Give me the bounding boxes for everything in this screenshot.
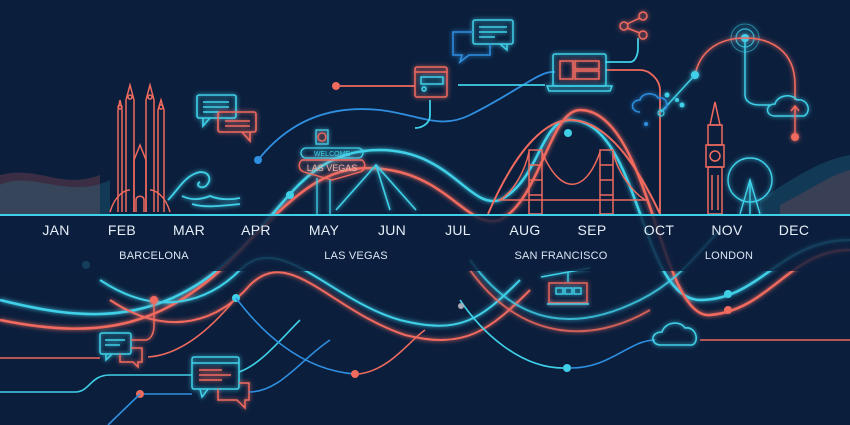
- london-eye-icon: [727, 157, 773, 215]
- chat-bubbles-bottom-icon: [99, 296, 158, 369]
- city-label-las-vegas: LAS VEGAS: [324, 250, 388, 262]
- wave-icon: [167, 171, 241, 208]
- golden-gate-bridge-icon: [498, 149, 648, 215]
- chat-bubbles-top-icon: [452, 19, 514, 65]
- month-label: JUL: [445, 222, 471, 238]
- browser-chat-icon: [191, 356, 250, 410]
- cloud-icon: [631, 93, 668, 113]
- sagrada-familia-icon: [109, 82, 171, 213]
- share-icon: [619, 11, 648, 40]
- node-dot: [286, 191, 294, 199]
- month-label: JUN: [377, 222, 407, 238]
- month-label: SEP: [577, 222, 607, 238]
- laptop-icon: [545, 53, 614, 92]
- las-vegas-sign-icon: WELCOME LAS VEGAS: [298, 129, 366, 214]
- arch-ribbon: [487, 118, 661, 215]
- vegas-welcome-text: WELCOME: [314, 151, 351, 158]
- chat-bubbles-icon: [196, 94, 257, 144]
- cloud-upload-icon: [766, 95, 809, 141]
- month-label: FEB: [107, 222, 137, 238]
- month-label: JAN: [42, 222, 70, 238]
- left-wave-ribbon: [0, 172, 110, 214]
- city-label-barcelona: BARCELONA: [119, 250, 189, 262]
- month-label: MAY: [308, 222, 340, 238]
- pyramid-icon: [335, 163, 417, 211]
- city-labels: BARCELONA LAS VEGAS SAN FRANCISCO LONDON: [0, 250, 850, 266]
- month-label: APR: [241, 222, 271, 238]
- month-label: MAR: [172, 222, 206, 238]
- network-nodes: [644, 71, 699, 126]
- connector-lines-bottom: [0, 294, 850, 425]
- month-label: AUG: [509, 222, 541, 238]
- month-label: NOV: [711, 222, 743, 238]
- city-label-san-francisco: SAN FRANCISCO: [514, 250, 608, 262]
- big-ben-icon: [705, 101, 725, 215]
- month-label: DEC: [778, 222, 810, 238]
- city-label-london: LONDON: [704, 250, 754, 262]
- browser-window-icon: [414, 66, 448, 98]
- right-wave-ribbon: [760, 155, 850, 214]
- vegas-sign-text: LAS VEGAS: [307, 163, 358, 173]
- month-label: OCT: [643, 222, 675, 238]
- connector-lines-top: [254, 38, 661, 214]
- cable-car-icon: [540, 267, 591, 305]
- node-dot: [564, 129, 572, 137]
- broadcast-icon: [694, 23, 796, 106]
- cloud-bottom-icon: [652, 322, 697, 346]
- month-labels: JAN FEB MAR APR MAY JUN JUL AUG SEP OCT …: [0, 222, 850, 244]
- month-timeline-band: [0, 214, 850, 271]
